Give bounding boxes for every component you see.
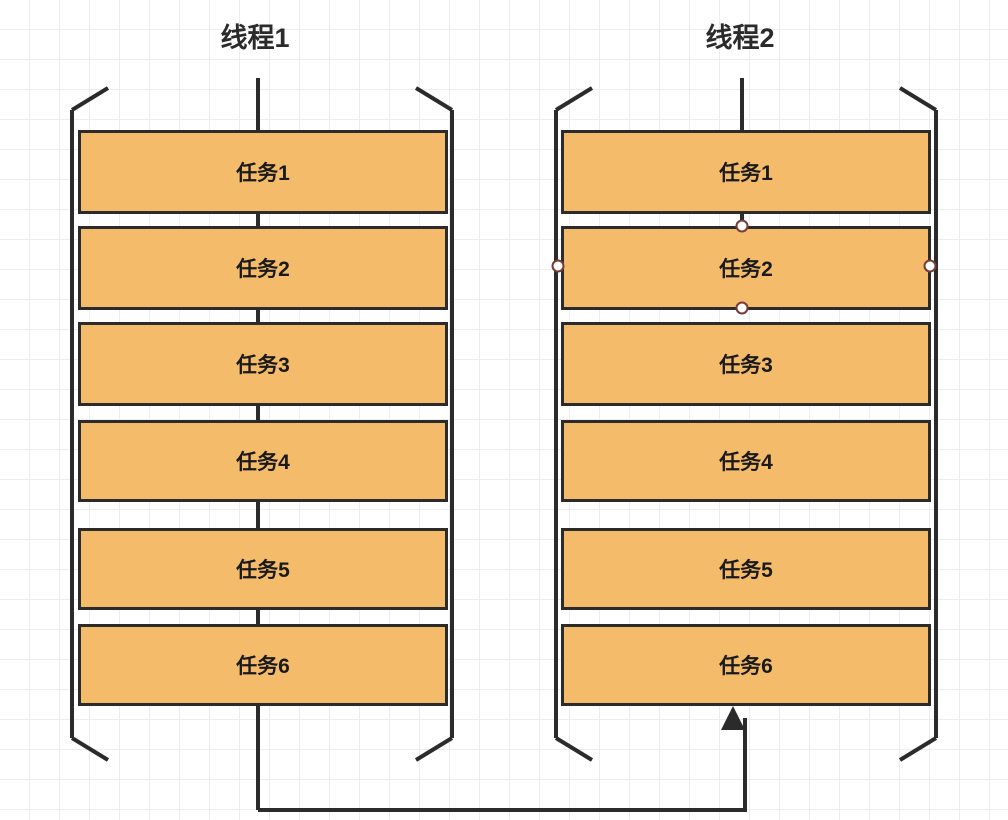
thread-1-task-1[interactable]: 任务1 <box>78 130 448 214</box>
thread-1-task-4[interactable]: 任务4 <box>78 420 448 502</box>
task-label: 任务6 <box>236 655 290 678</box>
task-label: 任务4 <box>719 451 773 474</box>
selection-handle-right[interactable] <box>923 259 937 273</box>
thread-1-task-6[interactable]: 任务6 <box>78 624 448 706</box>
thread-2-bracket-left[interactable] <box>554 86 594 762</box>
thread-2-task-5[interactable]: 任务5 <box>561 528 931 610</box>
thread-1-task-3[interactable]: 任务3 <box>78 322 448 406</box>
thread-1-title: 线程1 <box>220 23 290 53</box>
task-label: 任务1 <box>719 162 773 185</box>
thread-2-task-4[interactable]: 任务4 <box>561 420 931 502</box>
thread-2-task-6[interactable]: 任务6 <box>561 624 931 706</box>
connector-thread1-to-thread2[interactable] <box>258 706 747 812</box>
task-label: 任务2 <box>236 258 290 281</box>
task-label: 任务1 <box>236 162 290 185</box>
thread-2-task-3[interactable]: 任务3 <box>561 322 931 406</box>
thread-2-task-1[interactable]: 任务1 <box>561 130 931 214</box>
thread-1-task-2[interactable]: 任务2 <box>78 226 448 310</box>
task-label: 任务5 <box>719 559 773 582</box>
selection-handle-left[interactable] <box>551 259 565 273</box>
task-label: 任务2 <box>719 258 773 281</box>
selection-handle-bottom[interactable] <box>735 301 749 315</box>
thread-1-bracket-left[interactable] <box>70 86 110 762</box>
task-label: 任务3 <box>719 354 773 377</box>
thread-1-task-5[interactable]: 任务5 <box>78 528 448 610</box>
thread-2-bracket-right[interactable] <box>898 86 938 762</box>
thread-2-title: 线程2 <box>705 23 775 53</box>
task-label: 任务4 <box>236 451 290 474</box>
selection-handle-top[interactable] <box>735 219 749 233</box>
task-label: 任务6 <box>719 655 773 678</box>
thread-2-task-2[interactable]: 任务2 <box>561 226 931 310</box>
thread-1-bracket-right[interactable] <box>414 86 454 762</box>
task-label: 任务3 <box>236 354 290 377</box>
task-label: 任务5 <box>236 559 290 582</box>
